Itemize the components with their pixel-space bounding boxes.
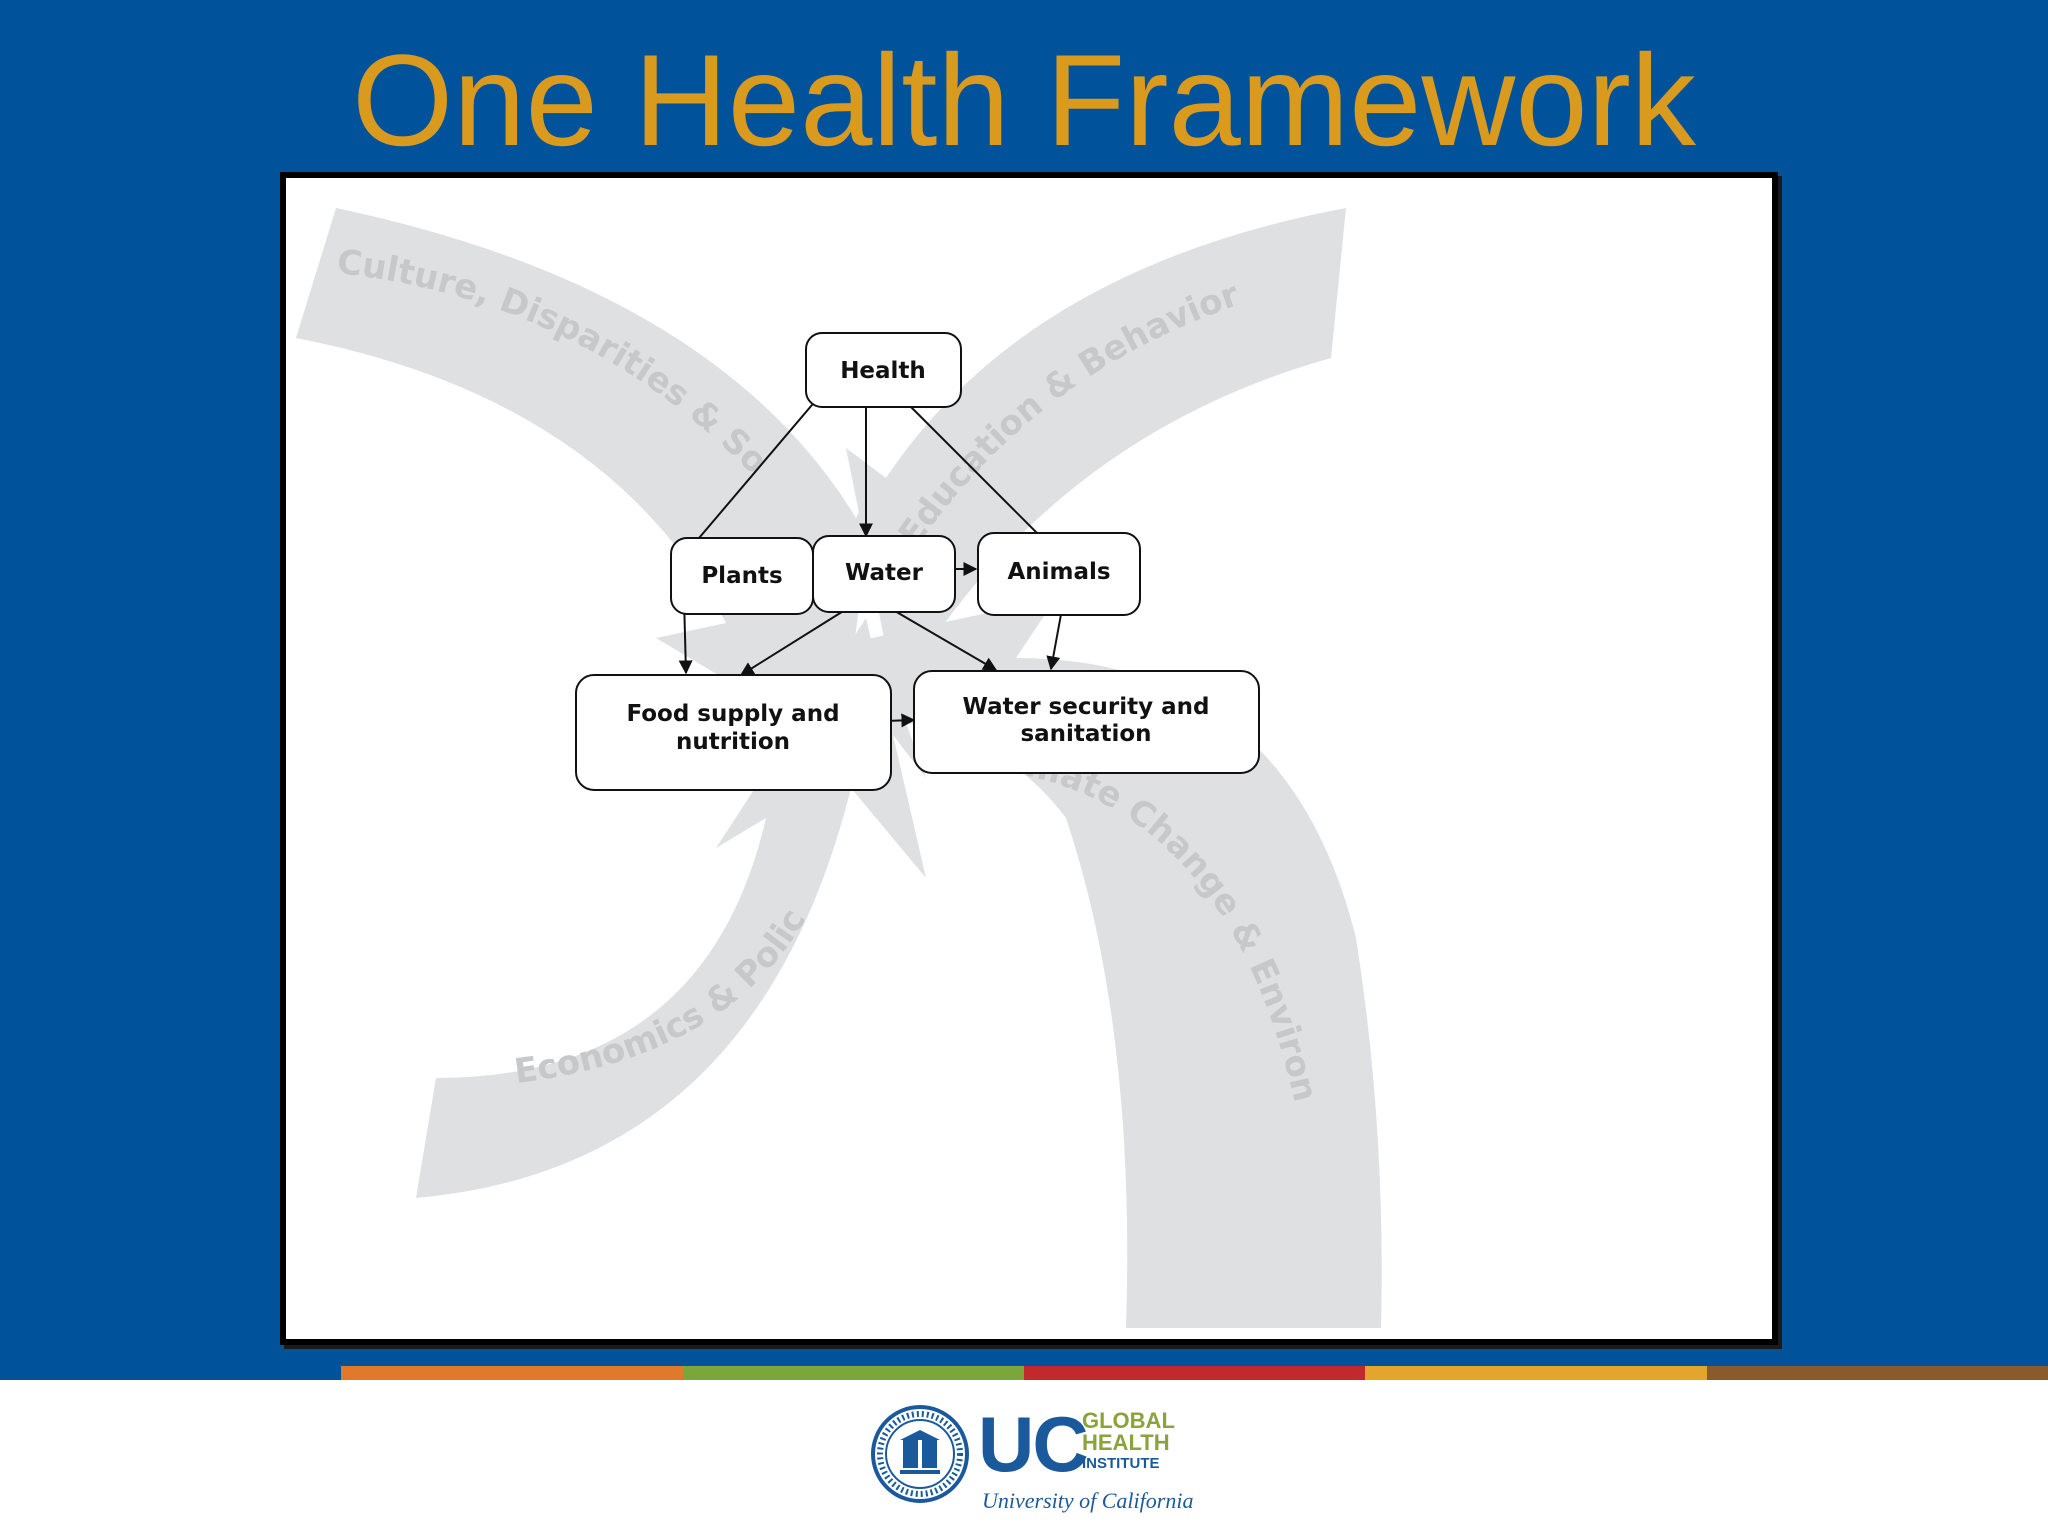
- stripe-gold: [1365, 1366, 1706, 1380]
- stripe-brown: [1707, 1366, 2048, 1380]
- university-seal-icon: [870, 1404, 970, 1504]
- plants-label: Plants: [701, 563, 782, 589]
- uc-global-health-logo: UC GLOBAL HEALTH INSTITUTE University of…: [870, 1402, 1190, 1518]
- animals-label: Animals: [1007, 559, 1110, 585]
- stripe-orange: [341, 1366, 682, 1380]
- logo-university: University of California: [982, 1488, 1193, 1514]
- node-water: Water: [813, 536, 955, 612]
- node-food-supply: Food supply and nutrition: [576, 675, 891, 790]
- node-plants: Plants: [671, 538, 813, 614]
- logo-health: HEALTH: [1082, 1432, 1170, 1454]
- stripe-red: [1024, 1366, 1365, 1380]
- node-health: Health: [806, 333, 961, 407]
- food-label-line2: nutrition: [676, 729, 790, 755]
- stripe-green: [683, 1366, 1024, 1380]
- logo-global: GLOBAL: [1082, 1410, 1175, 1432]
- node-animals: Animals: [978, 533, 1140, 615]
- health-label: Health: [840, 358, 926, 384]
- footer: UC GLOBAL HEALTH INSTITUTE University of…: [0, 1380, 2048, 1536]
- sanitation-label-line2: sanitation: [1020, 721, 1151, 747]
- color-stripe: [0, 1366, 2048, 1380]
- stripe-blue: [0, 1366, 341, 1380]
- logo-institute: INSTITUTE: [1082, 1456, 1160, 1472]
- education-arrow-band: [846, 208, 1346, 698]
- one-health-diagram: Culture, Disparities & Society Education…: [280, 172, 1778, 1345]
- food-label-line1: Food supply and: [626, 701, 839, 727]
- uc-wordmark: UC: [978, 1402, 1087, 1486]
- node-water-security: Water security and sanitation: [914, 671, 1259, 773]
- water-label: Water: [845, 560, 924, 586]
- culture-arrow-band: [296, 208, 876, 748]
- sanitation-label-line1: Water security and: [963, 694, 1210, 720]
- slide-title: One Health Framework: [0, 30, 2048, 170]
